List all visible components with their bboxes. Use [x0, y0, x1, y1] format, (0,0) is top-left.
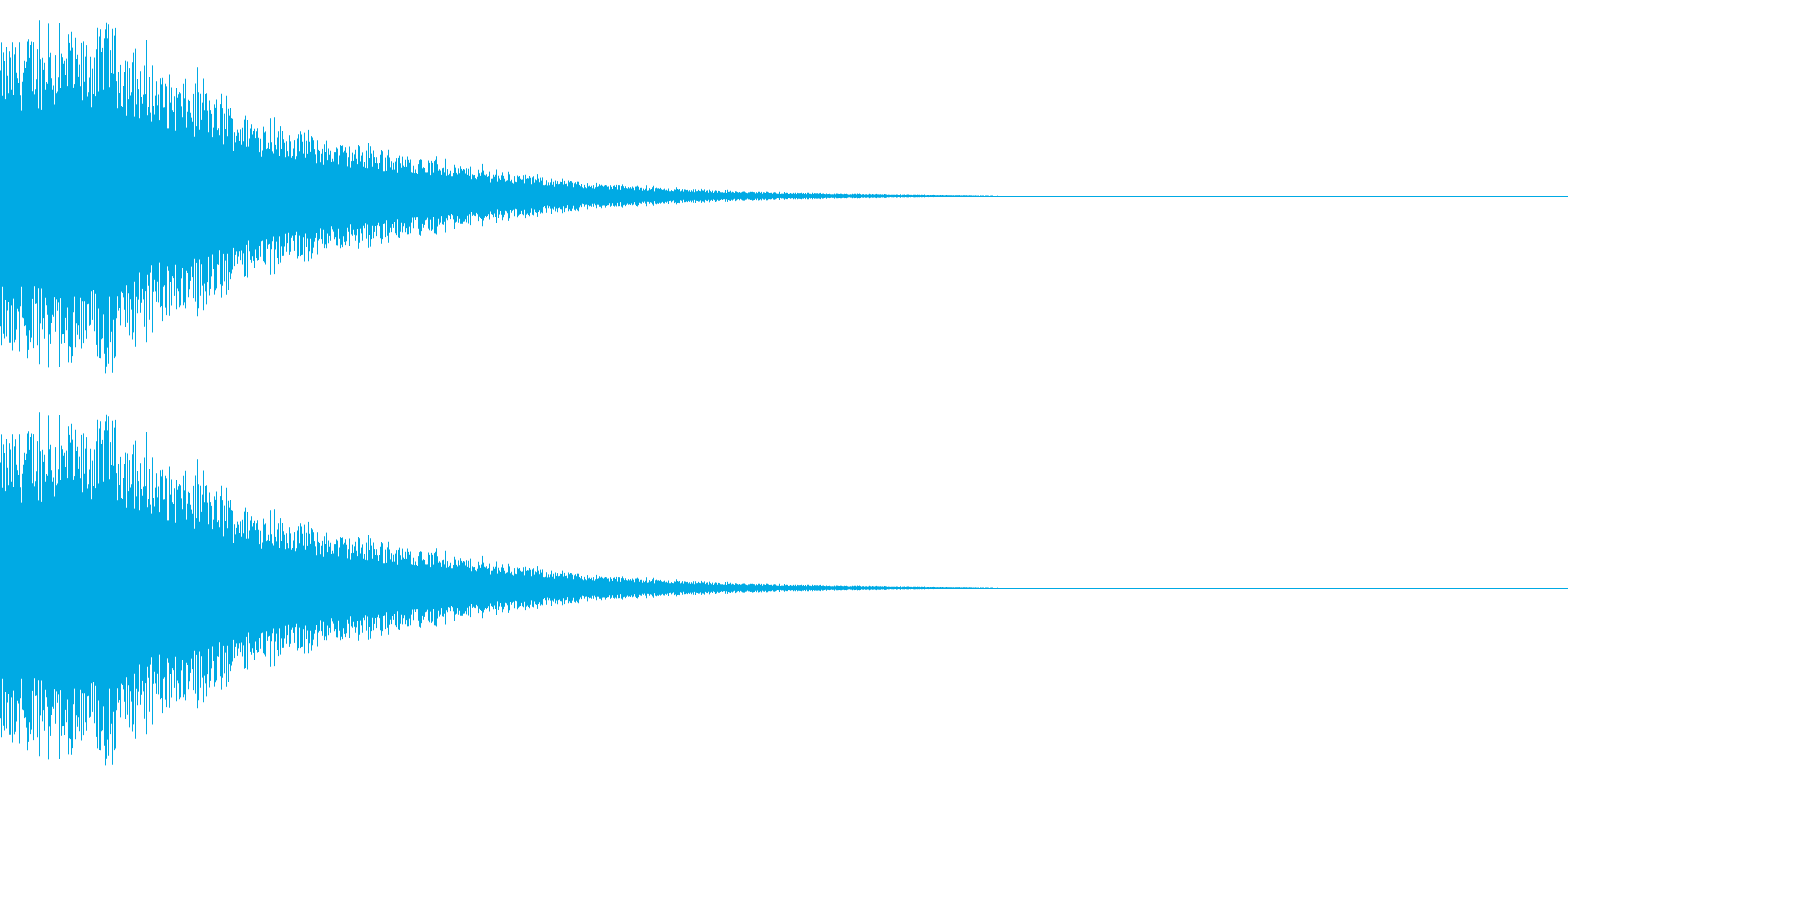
waveform-core-1	[0, 118, 854, 274]
waveform-core-2	[0, 510, 854, 666]
waveform-chart	[0, 20, 1568, 766]
waveform-channel-1	[0, 20, 1568, 374]
waveform-channel-2	[0, 412, 1568, 766]
